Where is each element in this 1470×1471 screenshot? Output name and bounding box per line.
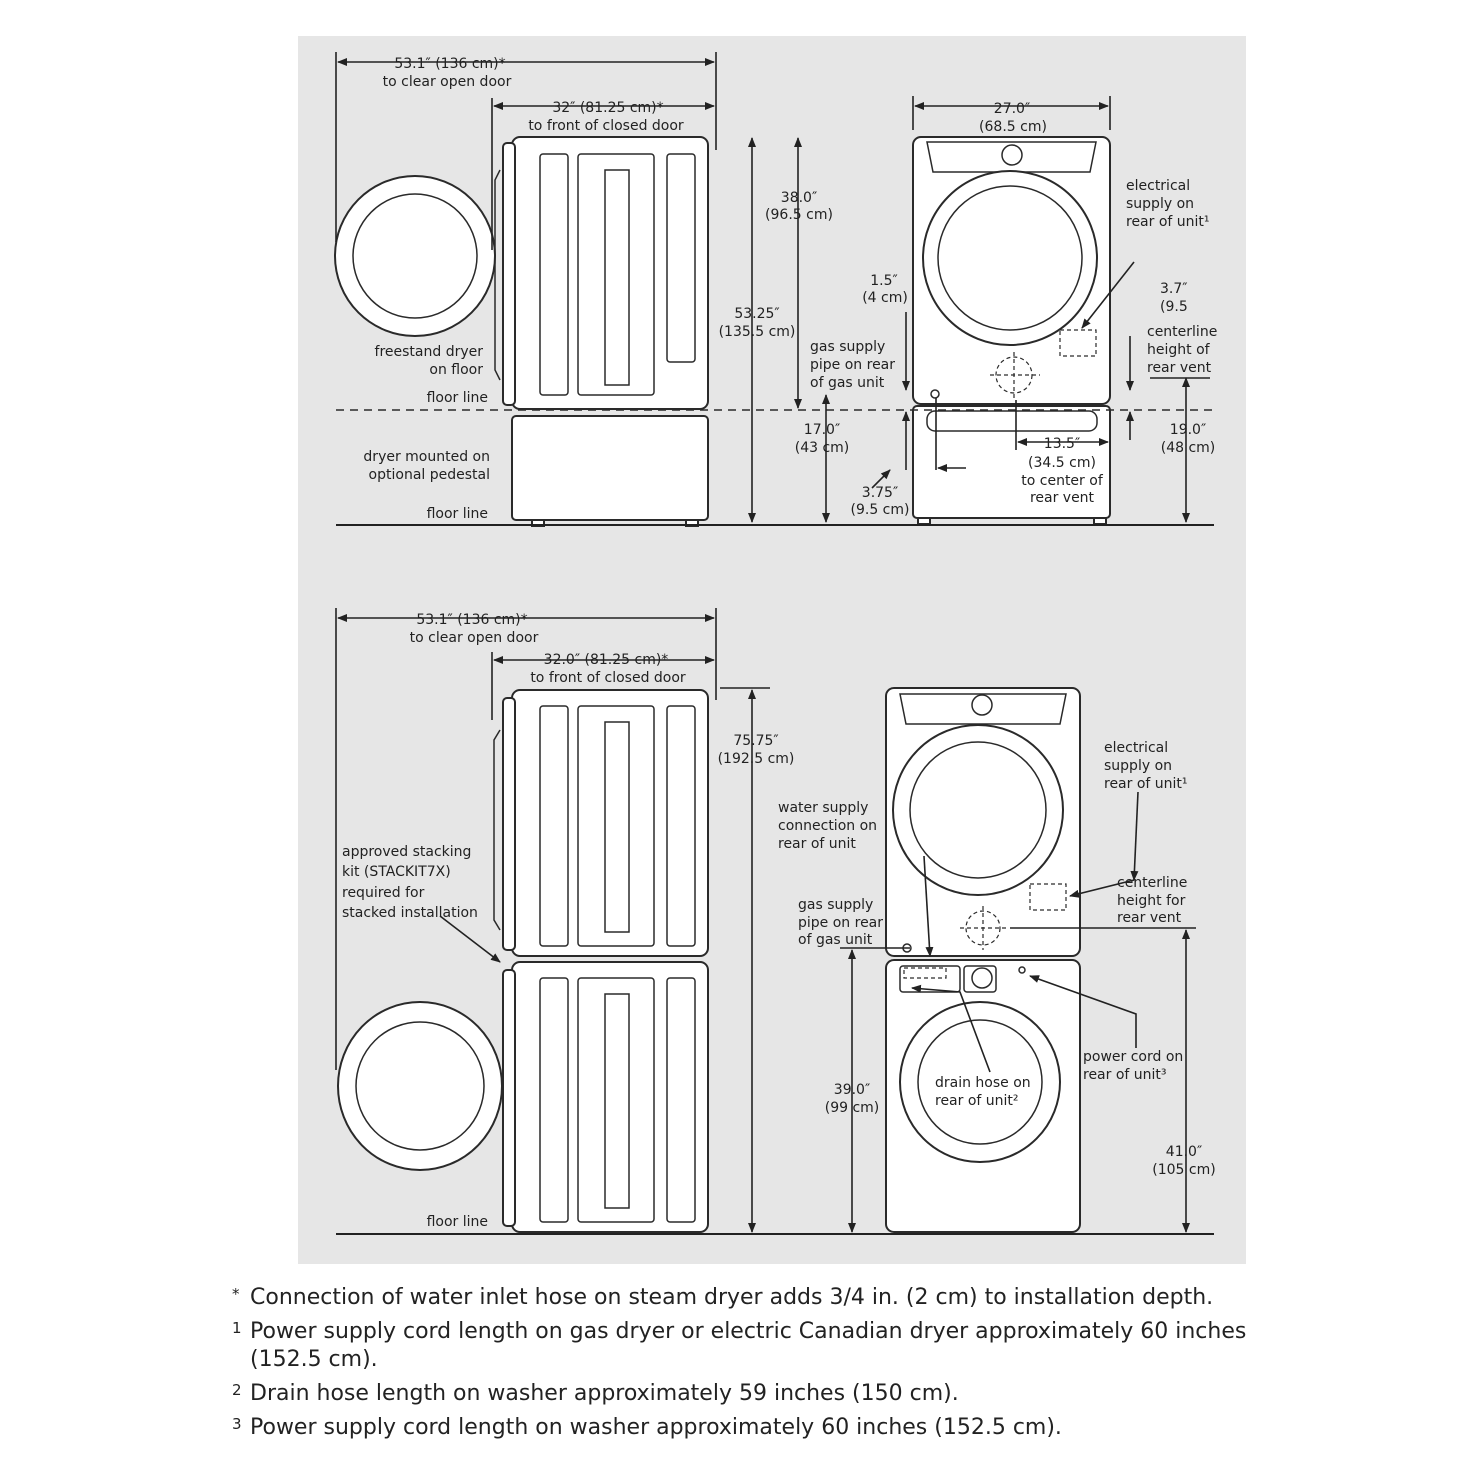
top-dim-19: 19.0″ — [1170, 422, 1206, 438]
footnote: 3 Power supply cord length on washer appr… — [232, 1414, 1292, 1442]
top-floor-line-1: floor line — [427, 390, 488, 406]
bottom-electrical-3: rear of unit¹ — [1104, 776, 1188, 792]
bottom-dim-39-cm: (99 cm) — [825, 1100, 880, 1116]
top-width-27-cm: (68.5 cm) — [979, 119, 1047, 135]
footnote-mark: 3 — [232, 1415, 242, 1433]
top-center-vent-1: to center of — [1021, 473, 1104, 489]
bottom-dim-39: 39.0″ — [834, 1082, 870, 1098]
top-freestand-1: freestand dryer — [375, 344, 484, 360]
bottom-dim-41-cm: (105 cm) — [1152, 1162, 1215, 1178]
bottom-water-3: rear of unit — [778, 836, 856, 852]
bottom-open-door-dim: 53.1″ (136 cm)* — [416, 612, 527, 628]
top-closed-door-note: to front of closed door — [528, 118, 684, 134]
top-front-view-dryer — [912, 136, 1111, 405]
bottom-drain-2: rear of unit² — [935, 1093, 1019, 1109]
bottom-electrical-2: supply on — [1104, 758, 1172, 774]
top-open-door — [334, 175, 496, 337]
footnote: 2 Drain hose length on washer approximate… — [232, 1380, 1292, 1408]
bottom-height-75: 75.75″ — [733, 733, 778, 749]
top-height-53: 53.25″ — [734, 306, 779, 322]
top-dim-3-75-cm: (9.5 cm) — [851, 502, 910, 518]
bottom-stacking-2: kit (STACKIT7X) — [342, 864, 451, 880]
footnotes: * Connection of water inlet hose on steam… — [232, 1284, 1292, 1448]
bottom-stacking-1: approved stacking — [342, 844, 471, 860]
top-gas-3: of gas unit — [810, 375, 885, 391]
bottom-side-view-washer — [502, 961, 709, 1233]
top-side-view-dryer — [494, 136, 709, 410]
top-dim-13-5: 13.5″ — [1044, 436, 1080, 452]
bottom-floor-line: floor line — [427, 1214, 488, 1230]
top-center-vent-2: rear vent — [1030, 490, 1095, 506]
top-dim-3-7-cm: (9.5 — [1160, 299, 1188, 315]
top-dim-3-75: 3.75″ — [862, 485, 898, 501]
top-electrical-2: supply on — [1126, 196, 1194, 212]
bottom-closed-door-dim: 32.0″ (81.25 cm)* — [544, 652, 669, 668]
top-centerline-2: height of — [1147, 342, 1211, 358]
bottom-front-view-washer — [885, 959, 1081, 1233]
top-dim-19-cm: (48 cm) — [1161, 440, 1216, 456]
top-pedestal-1: dryer mounted on — [363, 449, 490, 465]
top-dim-13-5-cm: (34.5 cm) — [1028, 455, 1096, 471]
top-dim-1-5-cm: (4 cm) — [862, 290, 908, 306]
bottom-power-2: rear of unit³ — [1083, 1067, 1167, 1083]
top-electrical-3: rear of unit¹ — [1126, 214, 1210, 230]
top-dim-3-7: 3.7″ — [1160, 281, 1188, 297]
top-pedestal-2: optional pedestal — [369, 467, 490, 483]
bottom-centerline-3: rear vent — [1117, 910, 1182, 926]
bottom-water-2: connection on — [778, 818, 877, 834]
bottom-gas-3: of gas unit — [798, 932, 873, 948]
dimension-diagram: 53.1″ (136 cm)* to clear open door 32″ (… — [334, 52, 1217, 1235]
footnote-mark: 2 — [232, 1381, 242, 1399]
top-floor-line-2: floor line — [427, 506, 488, 522]
top-open-door-note: to clear open door — [383, 74, 512, 90]
top-dim-17: 17.0″ — [804, 422, 840, 438]
footnote-text: Power supply cord length on gas dryer or… — [250, 1319, 1247, 1372]
top-front-pedestal — [912, 405, 1111, 525]
top-dim-17-cm: (43 cm) — [795, 440, 850, 456]
bottom-centerline-2: height for — [1117, 893, 1186, 909]
top-height-53-cm: (135.5 cm) — [719, 324, 796, 340]
bottom-height-75-cm: (192.5 cm) — [718, 751, 795, 767]
top-dim-1-5: 1.5″ — [870, 273, 898, 289]
bottom-front-view-dryer — [885, 687, 1081, 957]
bottom-drain-1: drain hose on — [935, 1075, 1031, 1091]
bottom-side-view-dryer — [493, 689, 709, 957]
bottom-dim-41: 41.0″ — [1166, 1144, 1202, 1160]
top-height-38: 38.0″ — [781, 190, 817, 206]
footnote-mark: 1 — [232, 1319, 242, 1337]
bottom-gas-2: pipe on rear — [798, 915, 883, 931]
top-gas-2: pipe on rear — [810, 357, 895, 373]
top-pedestal — [511, 415, 709, 527]
bottom-centerline-1: centerline — [1117, 875, 1187, 891]
top-electrical-1: electrical — [1126, 178, 1190, 194]
footnote-text: Power supply cord length on washer appro… — [250, 1415, 1062, 1440]
bottom-gas-1: gas supply — [798, 897, 873, 913]
bottom-open-washer-door — [337, 1001, 503, 1171]
footnote-text: Connection of water inlet hose on steam … — [250, 1285, 1214, 1310]
installation-diagram-panel: 53.1″ (136 cm)* to clear open door 32″ (… — [298, 36, 1246, 1264]
bottom-stacking-3: required for — [342, 885, 425, 901]
top-width-27: 27.0″ — [994, 101, 1030, 117]
top-freestand-2: on floor — [429, 362, 483, 378]
top-gas-1: gas supply — [810, 339, 885, 355]
top-height-38-cm: (96.5 cm) — [765, 207, 833, 223]
footnote-mark: * — [232, 1285, 240, 1303]
top-open-door-dim: 53.1″ (136 cm)* — [394, 56, 505, 72]
bottom-open-door-note: to clear open door — [410, 630, 539, 646]
top-closed-door-dim: 32″ (81.25 cm)* — [552, 100, 663, 116]
bottom-closed-door-note: to front of closed door — [530, 670, 686, 686]
bottom-electrical-1: electrical — [1104, 740, 1168, 756]
bottom-stacking-4: stacked installation — [342, 905, 478, 921]
footnote: 1 Power supply cord length on gas dryer o… — [232, 1318, 1292, 1374]
top-centerline-1: centerline — [1147, 324, 1217, 340]
footnote-text: Drain hose length on washer approximatel… — [250, 1381, 959, 1406]
footnote: * Connection of water inlet hose on steam… — [232, 1284, 1292, 1312]
top-centerline-3: rear vent — [1147, 360, 1212, 376]
bottom-water-1: water supply — [778, 800, 868, 816]
bottom-power-1: power cord on — [1083, 1049, 1183, 1065]
